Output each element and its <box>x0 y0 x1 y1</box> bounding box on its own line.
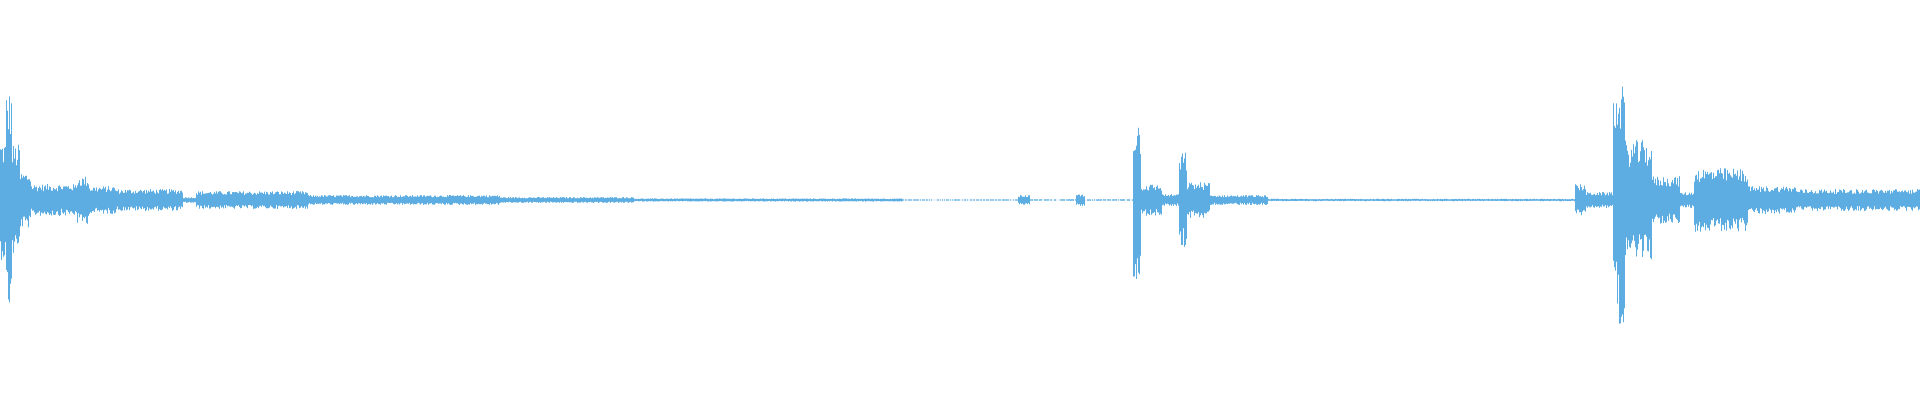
waveform-trace <box>0 86 1920 324</box>
